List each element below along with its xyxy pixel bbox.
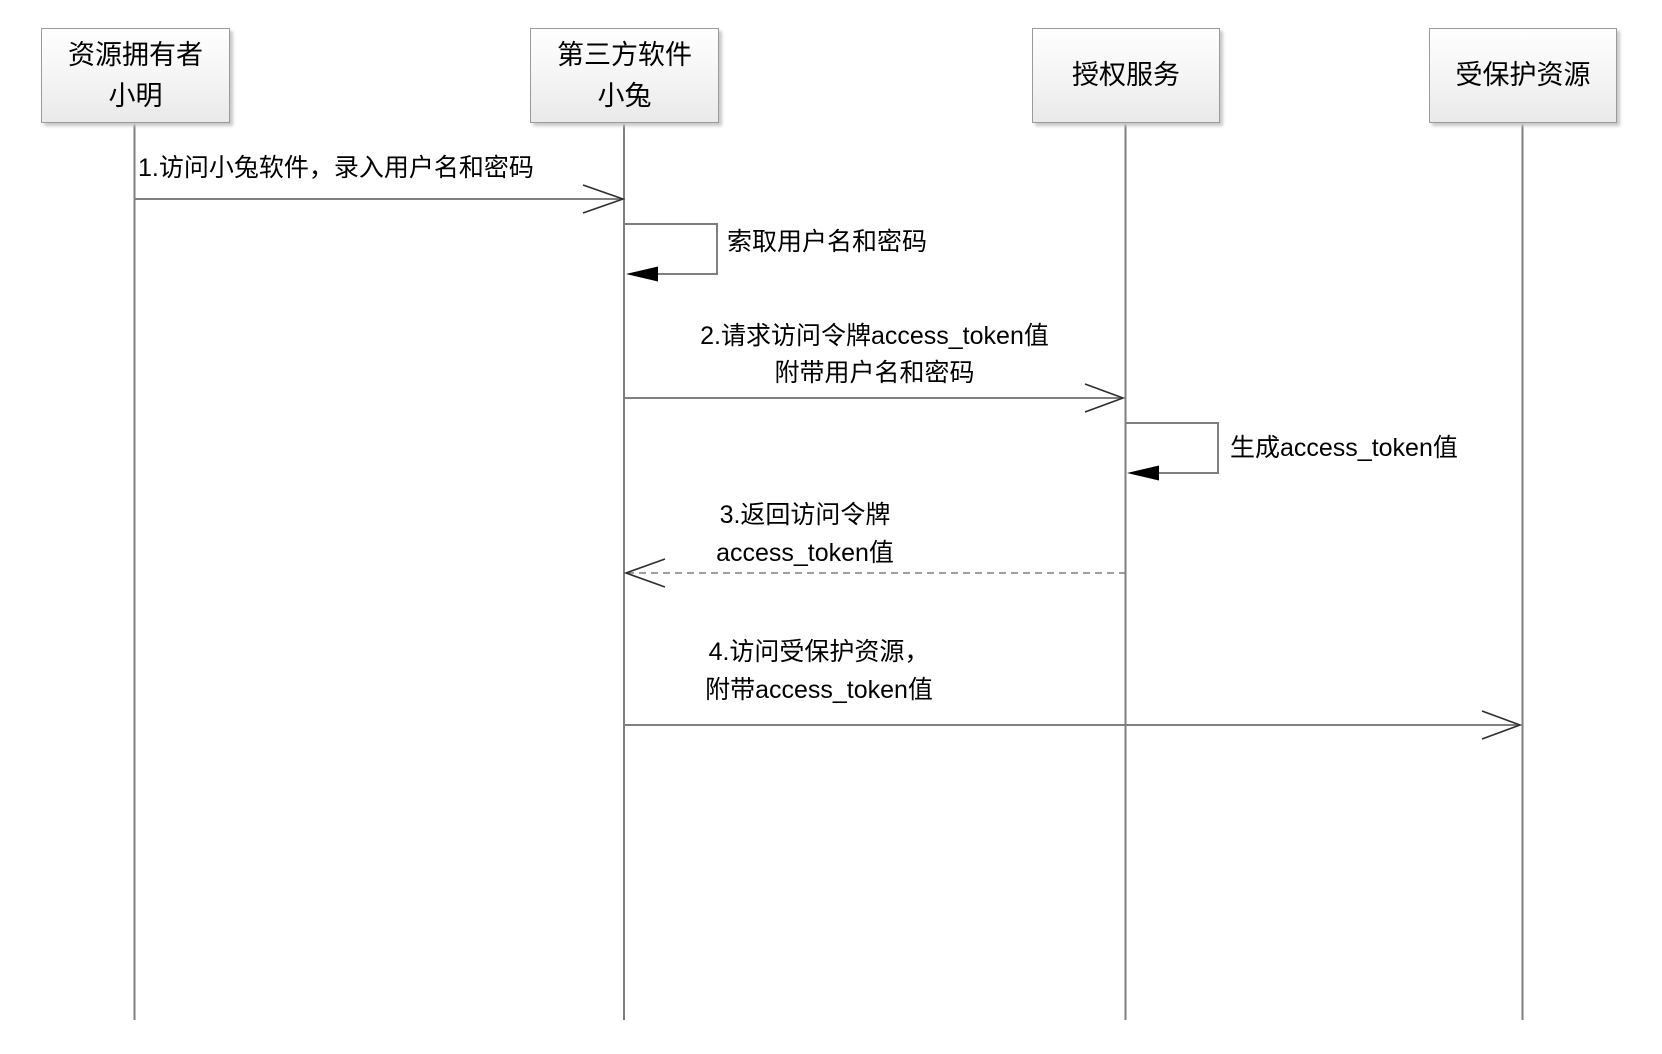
actor-label: 小明 bbox=[108, 80, 163, 111]
self-message-1-arrowhead-icon bbox=[626, 266, 658, 282]
self-message-2-loop bbox=[1125, 422, 1219, 474]
message-2-label: 2.请求访问令牌access_token值 附带用户名和密码 bbox=[700, 322, 1049, 387]
actor-box-protected-resource: 受保护资源 bbox=[1429, 28, 1617, 123]
message-1-label: 1.访问小兔软件，录入用户名和密码 bbox=[138, 154, 534, 182]
actor-box-third-party-app: 第三方软件 小兔 bbox=[530, 28, 719, 123]
actor-label: 第三方软件 bbox=[557, 39, 692, 70]
message-4-label: 4.访问受保护资源， 附带access_token值 bbox=[705, 638, 933, 704]
self-message-1-loop bbox=[624, 223, 718, 275]
actor-label: 资源拥有者 bbox=[68, 39, 203, 70]
message-4-arrowhead-icon bbox=[1481, 710, 1523, 740]
message-2-arrowhead-icon bbox=[1084, 383, 1126, 413]
message-3-label: 3.返回访问令牌 access_token值 bbox=[716, 501, 894, 567]
actor-box-auth-service: 授权服务 bbox=[1032, 28, 1220, 123]
actor-label: 授权服务 bbox=[1072, 60, 1180, 90]
actor-box-resource-owner: 资源拥有者 小明 bbox=[41, 28, 230, 123]
self-message-2-arrowhead-icon bbox=[1127, 465, 1159, 481]
actor-label: 受保护资源 bbox=[1455, 60, 1591, 90]
self-message-2-label: 生成access_token值 bbox=[1230, 434, 1458, 462]
message-1-arrowhead-icon bbox=[582, 184, 626, 214]
actor-label: 小兔 bbox=[597, 80, 652, 111]
message-3-arrowhead-icon bbox=[623, 558, 666, 588]
self-message-1-label: 索取用户名和密码 bbox=[727, 228, 928, 256]
